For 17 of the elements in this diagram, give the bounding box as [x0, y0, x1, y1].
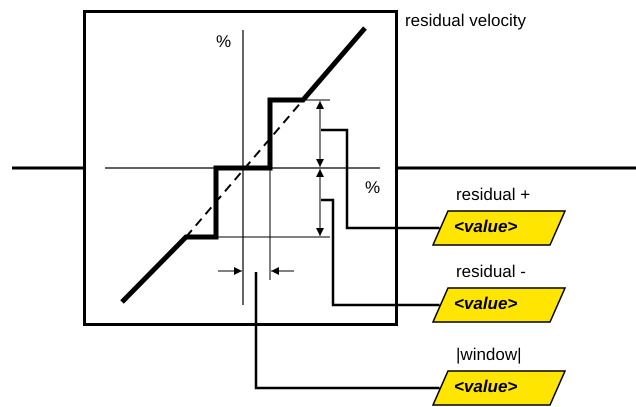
value-text: <value>: [454, 294, 518, 314]
dimension-line: [218, 267, 294, 275]
value-text: <value>: [454, 217, 518, 237]
value-text: <value>: [454, 377, 518, 397]
axis-label: %: [365, 178, 380, 198]
block-title: residual velocity: [405, 11, 526, 31]
parameter-label: |window|: [456, 345, 522, 365]
parameter-label: residual +: [456, 185, 530, 205]
dimension-line: [316, 100, 324, 168]
leader-line: [321, 198, 440, 306]
parameter-label: residual -: [456, 262, 526, 282]
dimension-line: [316, 168, 324, 236]
leader-line: [321, 128, 440, 230]
axis-label: %: [216, 32, 232, 52]
signal-line: [398, 166, 636, 170]
signal-line: [12, 166, 83, 170]
leader-line: [254, 272, 440, 390]
